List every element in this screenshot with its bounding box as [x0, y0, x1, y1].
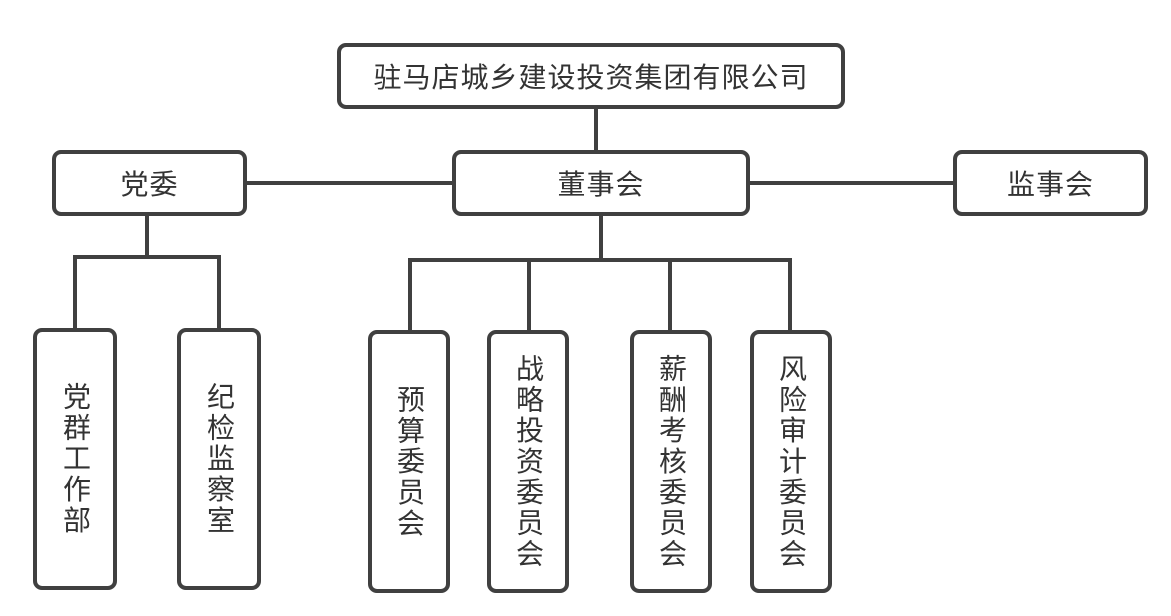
- org-node-compensation-assessment-committee: 薪酬考核委员会: [630, 330, 712, 593]
- org-node-risk-audit-committee-label: 风险审计委员会: [776, 353, 807, 570]
- org-node-discipline-inspection-office: 纪检监察室: [177, 328, 261, 590]
- org-node-party-masses-work-dept-label: 党群工作部: [60, 382, 91, 536]
- org-node-strategic-investment-committee: 战略投资委员会: [487, 330, 569, 593]
- connector-party-bus: [73, 255, 221, 259]
- connector-drop-budget: [408, 258, 412, 332]
- org-node-budget-committee-label: 预算委员会: [394, 384, 425, 539]
- connector-board-descender: [599, 214, 603, 262]
- org-node-budget-committee: 预算委员会: [368, 330, 450, 593]
- connector-drop-strategic-investment: [527, 258, 531, 332]
- org-node-supervisory-board: 监事会: [953, 150, 1148, 216]
- connector-party-to-board: [245, 181, 455, 185]
- org-node-company: 驻马店城乡建设投资集团有限公司: [337, 43, 845, 109]
- org-node-strategic-investment-committee-label: 战略投资委员会: [513, 353, 544, 570]
- connector-drop-party-masses: [73, 255, 77, 331]
- org-node-party-masses-work-dept: 党群工作部: [33, 328, 117, 590]
- connector-board-bus: [408, 258, 792, 262]
- org-node-board-of-directors-label: 董事会: [557, 169, 645, 200]
- org-node-compensation-assessment-committee-label: 薪酬考核委员会: [656, 353, 687, 570]
- org-node-risk-audit-committee: 风险审计委员会: [750, 330, 832, 593]
- connector-drop-discipline-inspection: [217, 255, 221, 331]
- org-node-party-committee: 党委: [52, 150, 247, 216]
- connector-board-to-supervisory: [748, 181, 956, 185]
- org-node-discipline-inspection-office-label: 纪检监察室: [204, 382, 235, 536]
- connector-drop-compensation-assessment: [668, 258, 672, 332]
- connector-drop-risk-audit: [788, 258, 792, 332]
- connector-root-to-board: [594, 107, 598, 153]
- org-node-board-of-directors: 董事会: [452, 150, 750, 216]
- org-node-company-label: 驻马店城乡建设投资集团有限公司: [373, 62, 809, 93]
- org-node-supervisory-board-label: 监事会: [1006, 169, 1094, 200]
- connector-party-descender: [145, 214, 149, 259]
- org-node-party-committee-label: 党委: [120, 169, 179, 200]
